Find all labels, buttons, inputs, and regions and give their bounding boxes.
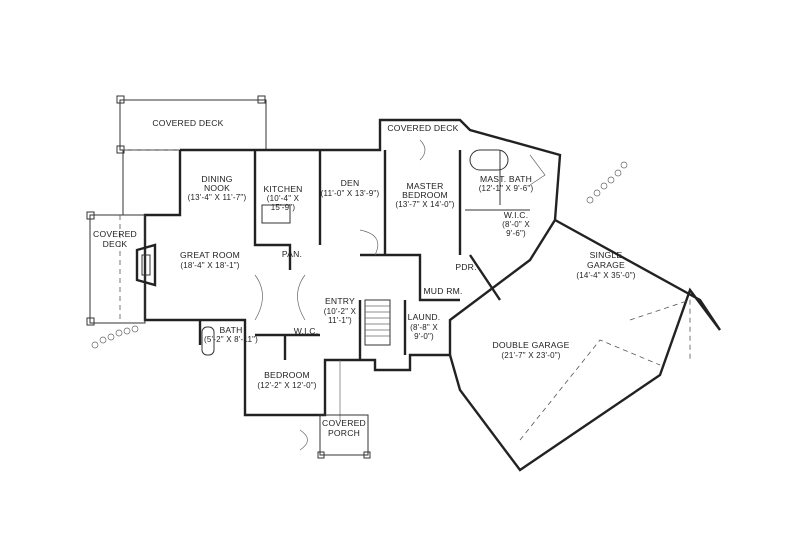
covered-deck-left-label-line2: DECK — [103, 239, 128, 249]
door-swings — [254, 139, 426, 451]
wic-bedroom-label: W.I.C. — [294, 326, 319, 336]
covered-porch-area — [317, 414, 371, 459]
den-size: (11'-0" X 13'-9") — [321, 189, 380, 198]
laund-label: LAUND. — [408, 312, 441, 322]
pantry-label: PAN. — [282, 249, 302, 259]
bedroom-size: (12'-2" X 12'-0") — [257, 381, 316, 390]
wic-master-label: W.I.C. — [504, 210, 529, 220]
kitchen-label: KITCHEN — [263, 184, 302, 194]
master-bedroom-label-line1: MASTER — [406, 181, 443, 191]
bath-tub — [201, 326, 215, 356]
bath-label: BATH — [219, 325, 242, 335]
bath-size: (5'-2" X 8'-11") — [204, 335, 258, 344]
great-room-size: (18'-4" X 18'-1") — [180, 261, 239, 270]
entry-size-line1: (10'-2" X — [324, 307, 357, 316]
covered-deck-left-label-line1: COVERED — [93, 229, 137, 239]
fireplace — [135, 243, 157, 287]
covered-deck-left-area — [86, 211, 146, 326]
double-garage-label: DOUBLE GARAGE — [492, 340, 569, 350]
covered-deck-master-label: COVERED DECK — [387, 123, 458, 133]
dining-nook-label-line2: NOOK — [204, 183, 230, 193]
covered-deck-top-label: COVERED DECK — [152, 118, 223, 128]
single-garage-label-line1: SINGLE — [590, 250, 623, 260]
covered-porch-label-line1: COVERED — [322, 418, 366, 428]
single-garage-label-line2: GARAGE — [587, 260, 625, 270]
bedroom-label: BEDROOM — [264, 370, 310, 380]
pdr-label: PDR. — [455, 262, 476, 272]
entry-size-line2: 11'-1") — [328, 316, 352, 325]
mast-bath-size: (12'-1" X 9'-6") — [479, 184, 534, 193]
wic-master-size-line1: (8'-0" X — [502, 220, 530, 229]
master-bedroom-size: (13'-7" X 14'-0") — [395, 200, 454, 209]
garage-doors — [519, 299, 691, 441]
master-bedroom-label-line2: BEDROOM — [402, 190, 448, 200]
kitchen-size-line2: 15'-9") — [271, 203, 296, 212]
laund-size-line2: 9'-0") — [414, 332, 434, 341]
exterior-walls — [143, 118, 721, 472]
kitchen-size-line1: (10'-4" X — [267, 194, 300, 203]
entry-label: ENTRY — [325, 296, 355, 306]
double-garage-size: (21'-7" X 23'-0") — [501, 351, 560, 360]
den-label: DEN — [341, 178, 360, 188]
mud-rm-label: MUD RM. — [423, 286, 462, 296]
mast-bath-label: MAST. BATH — [480, 174, 532, 184]
single-garage-size: (14'-4" X 35'-0") — [576, 271, 635, 280]
dining-nook-label-line1: DINING — [201, 174, 232, 184]
laund-size-line1: (8'-8" X — [410, 323, 438, 332]
dining-nook-size: (13'-4" X 11'-7") — [188, 193, 247, 202]
covered-porch-label-line2: PORCH — [328, 428, 360, 438]
wic-master-size-line2: 9'-6") — [506, 229, 526, 238]
master-bathtub — [469, 149, 546, 186]
kitchen-island — [261, 204, 291, 224]
stairs — [364, 299, 391, 346]
great-room-label: GREAT ROOM — [180, 250, 240, 260]
interior-walls — [198, 150, 530, 360]
landscape-shrubs — [91, 161, 628, 349]
